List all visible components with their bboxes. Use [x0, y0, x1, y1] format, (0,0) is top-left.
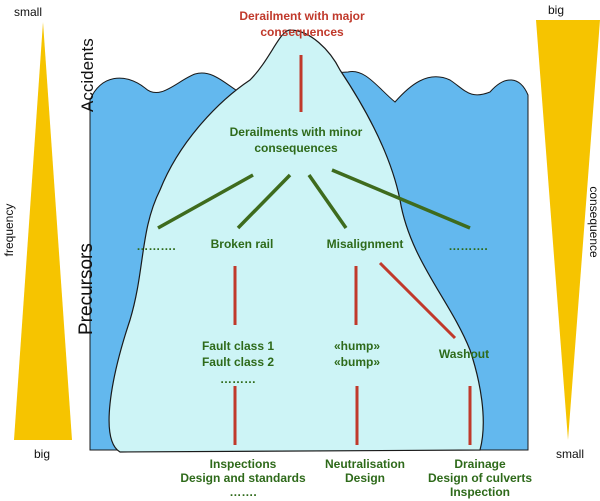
measure-center-2: Design [345, 471, 385, 485]
fault-class-1: Fault class 1 [202, 339, 274, 353]
frequency-bottom-label: big [34, 447, 50, 461]
edge-minor-to-left-dots [157, 173, 254, 230]
green-edges [157, 168, 471, 230]
fault-class-2: Fault class 2 [202, 355, 274, 369]
measure-left-2: Design and standards [180, 471, 306, 485]
fault-dots: ……… [220, 372, 256, 386]
consequence-bottom-label: small [556, 447, 584, 461]
consequence-triangle [536, 20, 600, 440]
bump-node: «bump» [334, 355, 380, 369]
measure-left-3: ……. [229, 485, 256, 499]
consequence-axis-label: consequence [587, 186, 600, 258]
precursors-label: Precursors [76, 243, 97, 335]
broken-rail-node: Broken rail [211, 237, 274, 251]
edge-misalignment-to-washout [378, 261, 457, 340]
minor-derailment-line1: Derailments with minor [230, 125, 363, 139]
edge-minor-to-right-dots [331, 168, 471, 230]
left-dots: ………. [136, 239, 175, 253]
iceberg-shape [108, 29, 484, 453]
consequence-top-label: big [548, 3, 564, 17]
frequency-axis-label: frequency [2, 204, 16, 257]
washout-node: Washout [439, 347, 489, 361]
measure-right-1: Drainage [454, 457, 506, 471]
hump-node: «hump» [334, 339, 380, 353]
accidents-label: Accidents [78, 38, 97, 112]
measure-center-1: Neutralisation [325, 457, 405, 471]
edge-minor-to-misalignment [307, 173, 348, 230]
frequency-top-label: small [14, 5, 42, 19]
measure-left-1: Inspections [210, 457, 277, 471]
top-event-line2: consequences [260, 25, 344, 39]
top-event-line1: Derailment with major [239, 9, 365, 23]
right-dots: ………. [448, 239, 487, 253]
minor-derailment-line2: consequences [254, 141, 338, 155]
frequency-triangle [14, 22, 72, 440]
measure-right-3: Inspection [450, 485, 510, 499]
measure-right-2: Design of culverts [428, 471, 532, 485]
edge-minor-to-broken-rail [236, 173, 292, 230]
misalignment-node: Misalignment [327, 237, 404, 251]
red-edges [233, 55, 472, 445]
